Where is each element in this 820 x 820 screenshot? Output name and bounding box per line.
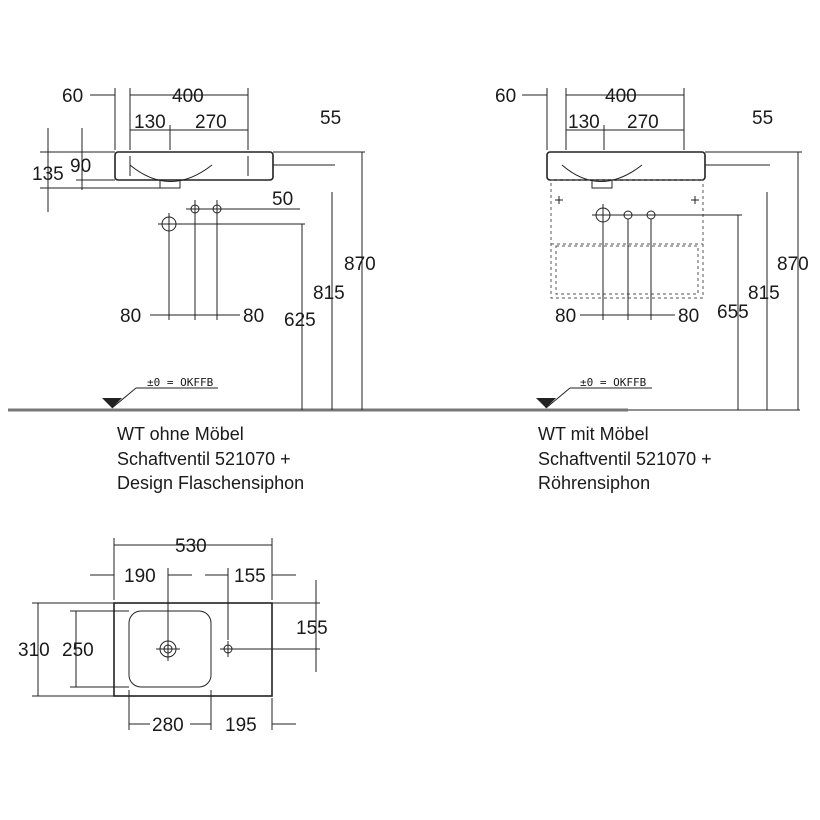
caption-right-line3: Röhrensiphon <box>538 473 650 493</box>
dim-55-right: 55 <box>752 108 773 129</box>
caption-left-line2: Schaftventil 521070 + <box>117 449 291 469</box>
dim-400-left: 400 <box>172 86 204 107</box>
dim-130-right: 130 <box>568 112 600 133</box>
level-triangle-left <box>102 398 122 408</box>
dim-80b-right: 80 <box>678 306 699 327</box>
level-triangle-right <box>536 398 556 408</box>
dim-135-left: 135 <box>32 164 64 185</box>
vanity-cabinet <box>550 179 704 299</box>
dim-530-plan: 530 <box>175 536 207 557</box>
basin-bowl-left <box>129 164 213 182</box>
cabinet-drawer <box>555 245 699 295</box>
dim-190-plan: 190 <box>124 566 156 587</box>
dim-655-right: 655 <box>717 302 749 323</box>
plan-view: 530 190 155 310 250 155 280 195 <box>18 536 328 736</box>
basin-bowl-right <box>561 164 643 182</box>
dim-55-left: 55 <box>320 108 341 129</box>
right-elevation: 60 400 130 270 55 870 815 655 80 80 ±0 =… <box>495 86 809 493</box>
dim-270-right: 270 <box>627 112 659 133</box>
dim-90-left: 90 <box>70 156 91 177</box>
dim-195-plan: 195 <box>225 715 257 736</box>
caption-left-line1: WT ohne Möbel <box>117 424 244 444</box>
dim-50-left: 50 <box>272 189 293 210</box>
dim-60-left: 60 <box>62 86 83 107</box>
dim-625-left: 625 <box>284 310 316 331</box>
dim-310-plan: 310 <box>18 640 50 661</box>
dim-80a-right: 80 <box>555 306 576 327</box>
dim-130-left: 130 <box>134 112 166 133</box>
dim-60-right: 60 <box>495 86 516 107</box>
dim-870-left: 870 <box>344 254 376 275</box>
drain-left <box>159 180 181 189</box>
level-label-right: ±0 = OKFFB <box>580 376 647 389</box>
caption-right-line1: WT mit Möbel <box>538 424 649 444</box>
washbasin-left <box>114 151 274 181</box>
dim-815-left: 815 <box>313 283 345 304</box>
dim-400-right: 400 <box>605 86 637 107</box>
dim-815-right: 815 <box>748 283 780 304</box>
basin-bowl-plan <box>128 610 212 688</box>
dim-270-left: 270 <box>195 112 227 133</box>
caption-left-line3: Design Flaschensiphon <box>117 473 304 493</box>
level-label-left: ±0 = OKFFB <box>147 376 214 389</box>
dim-280-plan: 280 <box>152 715 184 736</box>
left-elevation: 60 400 130 270 55 135 90 50 870 815 625 … <box>8 86 628 493</box>
dim-155b-plan: 155 <box>296 618 328 639</box>
dim-155a-plan: 155 <box>234 566 266 587</box>
dim-80b-left: 80 <box>243 306 264 327</box>
dim-250-plan: 250 <box>62 640 94 661</box>
dim-80a-left: 80 <box>120 306 141 327</box>
caption-right-line2: Schaftventil 521070 + <box>538 449 712 469</box>
dim-870-right: 870 <box>777 254 809 275</box>
